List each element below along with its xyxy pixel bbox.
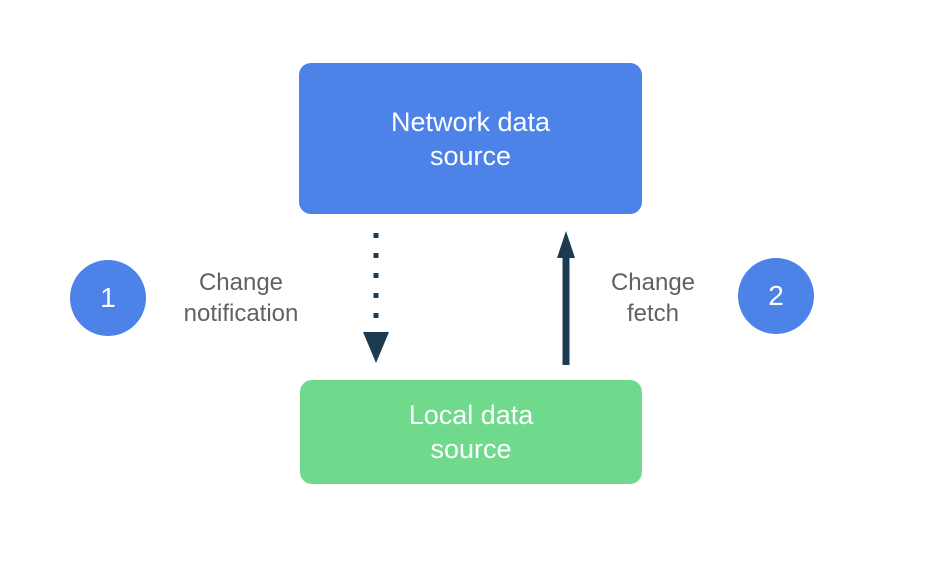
network-data-source-node: Network data source [299, 63, 642, 214]
arrowhead-down-icon [363, 332, 389, 363]
network-label-line2: source [429, 140, 512, 171]
network-label-line1: Network data [390, 106, 551, 137]
change-notification-arrow [363, 233, 389, 363]
change-fetch-line2: fetch [626, 300, 680, 327]
change-fetch-arrow [557, 231, 575, 365]
local-data-source-node: Local data source [300, 380, 642, 484]
arrowhead-up-icon [557, 231, 575, 258]
change-notification-line2: notification [183, 300, 299, 327]
network-data-source-label: Network data source [391, 105, 550, 173]
local-label-line1: Local data [408, 400, 534, 430]
change-fetch-label: Change fetch [573, 267, 733, 329]
change-notification-line1: Change [198, 269, 284, 296]
local-data-source-label: Local data source [409, 398, 534, 466]
local-label-line2: source [430, 434, 512, 464]
step-1-badge: 1 [70, 260, 146, 336]
step-2-badge: 2 [738, 258, 814, 334]
step-2-number: 2 [768, 280, 784, 311]
change-notification-label: Change notification [154, 267, 328, 329]
change-fetch-line1: Change [610, 269, 696, 296]
step-1-number: 1 [100, 282, 116, 313]
